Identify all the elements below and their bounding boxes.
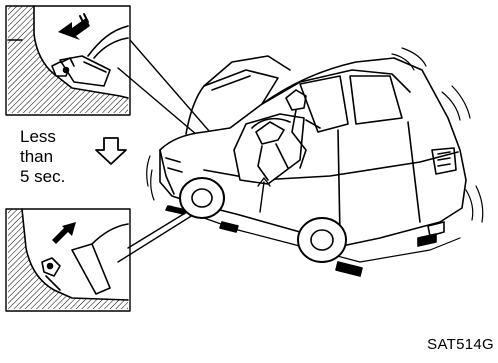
timing-caption: Less than 5 sec. [20, 127, 110, 187]
caption-line-2: than [20, 147, 110, 167]
figure-code: SAT514G [427, 336, 494, 353]
pedal-released-detail [6, 6, 130, 115]
caption-line-1: Less [20, 127, 110, 147]
release-arrow-icon [58, 14, 90, 40]
press-arrow-icon [52, 222, 76, 244]
caption-line-3: 5 sec. [20, 167, 110, 187]
car-illustration [147, 48, 483, 276]
